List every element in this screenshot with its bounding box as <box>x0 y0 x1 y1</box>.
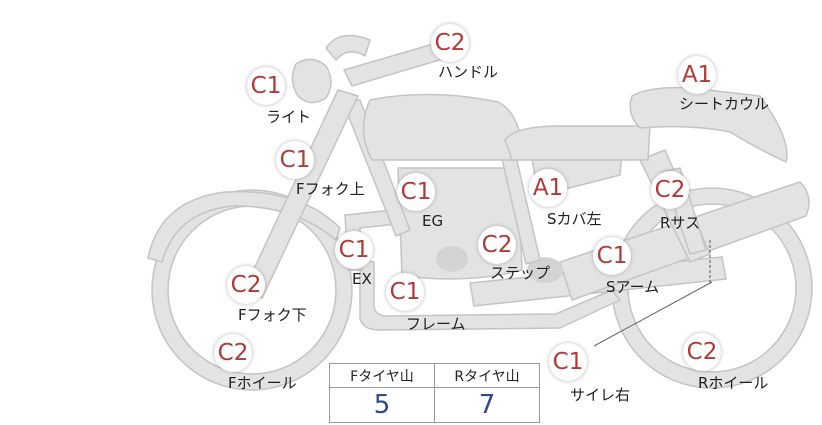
part-label-frame: フレーム <box>406 315 466 333</box>
rear-tire-value: 7 <box>434 387 540 423</box>
handlebar-shape <box>325 34 371 61</box>
seat-shape <box>504 125 651 161</box>
part-label-front-wheel: Fホイール <box>228 374 297 392</box>
part-label-seat-cowl: シートカウル <box>679 95 770 113</box>
grade-badge-frame: C1 <box>386 273 424 311</box>
part-label-fork-lower: Fフォク下 <box>238 306 307 324</box>
grade-badge-handle: C2 <box>431 24 469 62</box>
part-label-exhaust: EX <box>352 270 372 288</box>
part-label-silencer-right: サイレ右 <box>570 386 631 404</box>
leader-line-silencer <box>593 281 713 347</box>
part-label-side-cover-left: Sカバ左 <box>547 210 602 228</box>
part-label-fork-upper: Fフォク上 <box>296 180 365 198</box>
part-label-step: ステップ <box>490 264 551 282</box>
grade-badge-rear-wheel: C2 <box>683 333 721 371</box>
part-label-engine: EG <box>422 212 444 230</box>
headlight-shape <box>291 58 332 104</box>
part-label-swing-arm: Sアーム <box>606 278 660 296</box>
part-label-rear-wheel: Rホイール <box>698 374 769 392</box>
front-tire-header: Fタイヤ山 <box>329 363 435 388</box>
fuel-tank-shape <box>362 93 523 161</box>
lower-frame-shape <box>359 259 621 331</box>
grade-badge-fork-upper: C1 <box>276 141 314 179</box>
part-label-handle: ハンドル <box>438 63 499 81</box>
part-label-rear-shock: Rサス <box>660 214 701 232</box>
grade-badge-exhaust: C1 <box>335 231 373 269</box>
grade-badge-fork-lower: C2 <box>227 266 265 304</box>
tire-tread-table: Fタイヤ山 Rタイヤ山 5 7 <box>329 363 540 423</box>
grade-badge-rear-shock: C2 <box>651 171 689 209</box>
part-label-light: ライト <box>266 108 312 126</box>
grade-badge-seat-cowl: A1 <box>678 56 716 94</box>
grade-badge-swing-arm: C1 <box>593 237 631 275</box>
grade-badge-silencer-right: C1 <box>549 343 587 381</box>
grade-badge-side-cover-left: A1 <box>529 169 567 207</box>
front-fork-shape <box>243 89 359 299</box>
grade-badge-engine: C1 <box>397 173 435 211</box>
grade-badge-front-wheel: C2 <box>214 334 252 372</box>
grade-badge-light: C1 <box>247 67 285 105</box>
front-tire-value: 5 <box>329 387 435 423</box>
rear-tire-header: Rタイヤ山 <box>434 363 540 388</box>
grade-badge-step: C2 <box>478 226 516 264</box>
